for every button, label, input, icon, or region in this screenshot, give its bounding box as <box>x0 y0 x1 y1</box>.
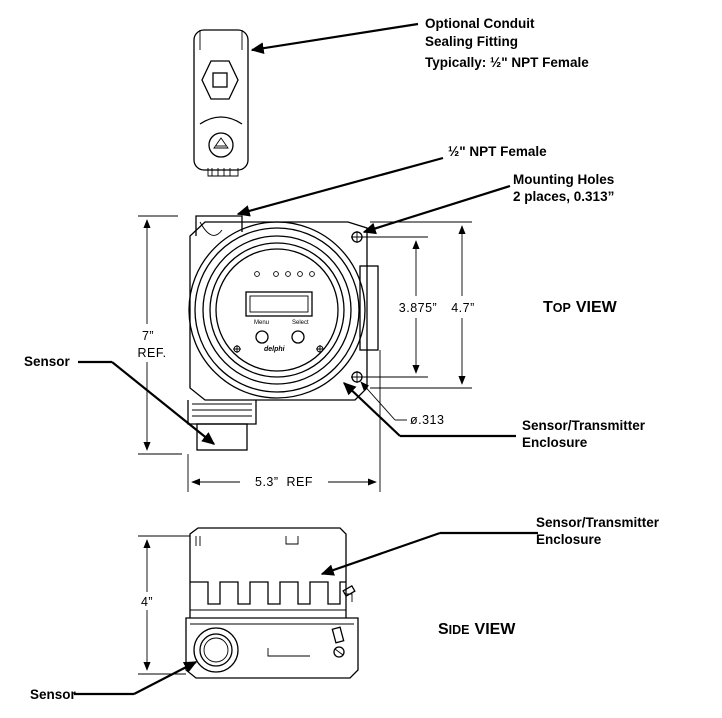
dim-height-side: 4” <box>141 595 153 609</box>
callout-mounting-line2: 2 places, 0.313” <box>513 189 614 204</box>
callout-enclosure-side: Sensor/Transmitter Enclosure <box>536 515 660 547</box>
dim-mount-height: 4.7” <box>451 301 475 315</box>
top-view-enclosure: Menu Select delphi <box>187 215 379 451</box>
ground-screw-icon <box>331 626 345 658</box>
top-view-dimensions: 7” REF. 3.875” 4.7” 5.3” REF ø.313 <box>133 215 484 492</box>
callout-conduit-line1: Optional Conduit <box>425 16 535 31</box>
conduit-sealing-fitting <box>193 29 249 177</box>
menu-button-icon <box>255 330 269 344</box>
callout-mounting-holes: Mounting Holes 2 places, 0.313” <box>513 172 614 204</box>
select-label: Select <box>292 320 309 326</box>
mounting-hole-bottom-icon <box>351 371 363 383</box>
dim-hole-spacing: 3.875” <box>399 301 437 315</box>
callout-enclosure-side-line2: Enclosure <box>536 532 602 547</box>
lid-screw-right-icon <box>316 345 324 353</box>
callout-enclosure-top-line1: Sensor/Transmitter <box>522 418 646 433</box>
dim-hole-diameter: ø.313 <box>410 413 444 427</box>
callout-enclosure-top: Sensor/Transmitter Enclosure <box>522 418 646 450</box>
dim-width: 5.3” REF <box>255 475 313 489</box>
lid-screw-left-icon <box>233 345 241 353</box>
dim-height-top-value: 7” <box>142 329 154 343</box>
select-button-icon <box>291 330 305 344</box>
callout-npt-female: ½" NPT Female <box>448 144 547 159</box>
callout-sensor-top: Sensor <box>24 354 71 369</box>
mounting-hole-top-icon <box>351 231 363 243</box>
callout-enclosure-side-line1: Sensor/Transmitter <box>536 515 660 530</box>
side-view-dimensions: 4” <box>136 535 190 675</box>
callout-leaders <box>74 22 538 696</box>
callout-conduit-fitting: Optional Conduit Sealing Fitting Typical… <box>425 16 589 70</box>
menu-label: Menu <box>254 320 269 326</box>
callout-conduit-line3: Typically: ½" NPT Female <box>425 55 589 70</box>
dim-height-top-ref: REF. <box>137 346 166 360</box>
brand-logo: delphi <box>264 346 286 353</box>
side-view-enclosure <box>185 527 359 679</box>
callout-conduit-line2: Sealing Fitting <box>425 34 518 49</box>
callout-mounting-line1: Mounting Holes <box>513 172 614 187</box>
callout-enclosure-top-line2: Enclosure <box>522 435 588 450</box>
callout-sensor-side: Sensor <box>30 687 77 702</box>
